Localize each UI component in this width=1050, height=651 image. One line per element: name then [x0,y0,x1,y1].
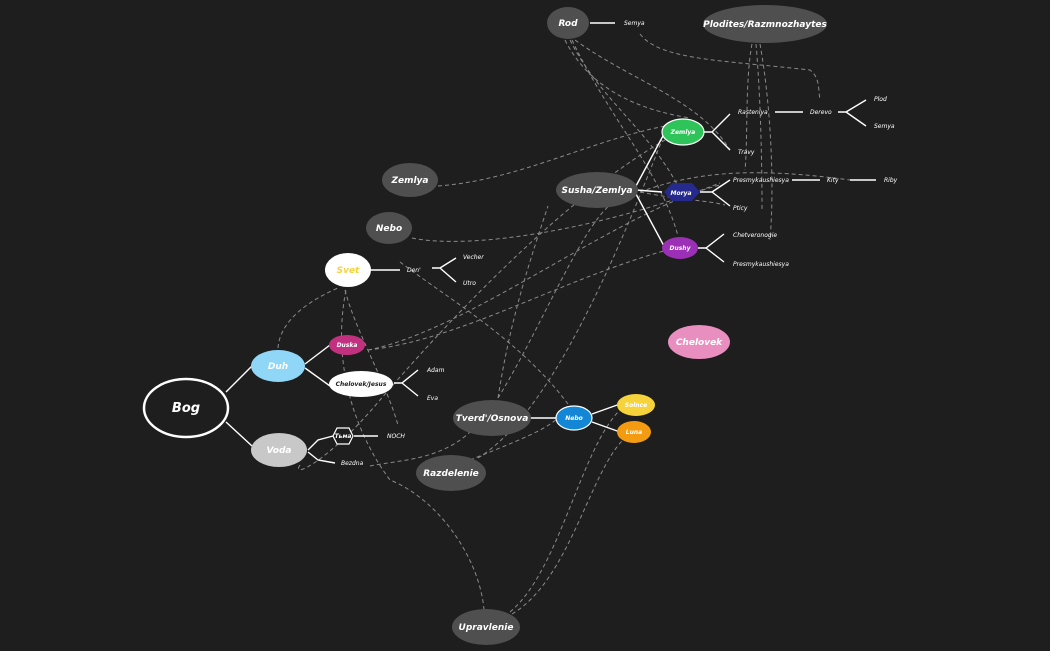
leaf-kity[interactable]: Kity [827,177,839,184]
leaf-travy[interactable]: Travy [738,149,755,156]
leaf-derevo[interactable]: Derevo [810,109,832,116]
leaf-rasteniya[interactable]: Rasteniya [738,109,768,116]
node-plodites[interactable]: Plodites/Razmnozhaytes [703,5,827,43]
node-nebo-gray-label: Nebo [376,224,402,234]
node-duh[interactable]: Duh [251,350,305,382]
node-bog[interactable]: Bog [142,377,230,439]
leaf-eva[interactable]: Eva [427,395,438,402]
leaf-labels: Den' Vecher Utro Adam Eva NOCH Bezdna Se… [341,20,898,467]
leaf-semya[interactable]: Semya [874,123,895,130]
node-voda[interactable]: Voda [251,433,307,467]
leaf-noch[interactable]: NOCH [387,433,405,440]
node-rod[interactable]: Rod [547,7,589,39]
node-razdelenie[interactable]: Razdelenie [416,455,486,491]
node-chelovek[interactable]: Chelovek [668,325,730,359]
node-zemlya-gray-label: Zemlya [390,176,428,186]
leaf-semya-rod[interactable]: Semya [624,20,645,27]
node-voda-label: Voda [266,446,291,456]
node-dushy-label: Dushy [669,245,691,252]
node-luna[interactable]: Luna [617,421,651,443]
node-solnce-label: Solnce [625,402,647,409]
node-dushy[interactable]: Dushy [662,237,698,259]
node-zemlya-green-label: Zemlya [670,129,696,136]
node-zemlya-gray[interactable]: Zemlya [382,163,438,197]
dashed-relations [277,33,851,615]
node-chelovek-jesus[interactable]: Chelovek/Jesus [329,371,393,397]
leaf-adam[interactable]: Adam [426,367,445,374]
leaf-pticy[interactable]: Pticy [733,205,748,212]
leaf-bezdna[interactable]: Bezdna [341,460,364,467]
node-upravlenie[interactable]: Upravlenie [452,609,520,645]
node-chelovek-label: Chelovek [676,338,723,348]
node-duh-label: Duh [268,362,288,372]
node-morya-label: Morya [670,190,691,197]
solid-edges [225,22,876,464]
leaf-utro[interactable]: Utro [463,280,476,287]
node-duska[interactable]: Duska [329,335,365,355]
node-duska-label: Duska [337,342,358,349]
node-razdelenie-label: Razdelenie [423,469,479,479]
leaf-chetveronogie[interactable]: Chetveronogie [733,232,777,239]
leaf-vecher[interactable]: Vecher [463,254,484,261]
node-tverd-osnova-label: Tverd'/Osnova [456,414,529,424]
node-svet[interactable]: Svet [325,253,371,287]
leaf-den[interactable]: Den' [407,267,421,274]
leaf-presmykaushiesya-2[interactable]: Presmykaushiesya [733,261,789,268]
leaf-riby[interactable]: Riby [884,177,898,184]
node-morya[interactable]: Morya [664,183,700,201]
node-tverd-osnova[interactable]: Tverd'/Osnova [453,400,531,436]
node-upravlenie-label: Upravlenie [459,623,514,633]
leaf-presmykaushiesya-1[interactable]: Presmykaushiesya [733,177,789,184]
node-bog-label: Bog [172,401,200,416]
node-nebo-gray[interactable]: Nebo [366,212,412,244]
node-luna-label: Luna [626,429,642,436]
node-solnce[interactable]: Solnce [617,394,655,416]
leaf-plod[interactable]: Plod [874,96,887,103]
node-chelovek-jesus-label: Chelovek/Jesus [336,381,387,388]
node-plodites-label: Plodites/Razmnozhaytes [703,20,827,30]
node-tma-label: Tьма [335,433,352,440]
node-svet-label: Svet [337,266,360,276]
node-tma[interactable]: Tьма [332,427,354,445]
node-nebo-blue[interactable]: Nebo [555,405,593,431]
node-nebo-blue-label: Nebo [565,415,583,422]
node-zemlya-green[interactable]: Zemlya [661,118,705,146]
node-rod-label: Rod [558,19,578,29]
node-susha-zemlya[interactable]: Susha/Zemlya [556,172,638,208]
node-susha-zemlya-label: Susha/Zemlya [561,186,632,196]
